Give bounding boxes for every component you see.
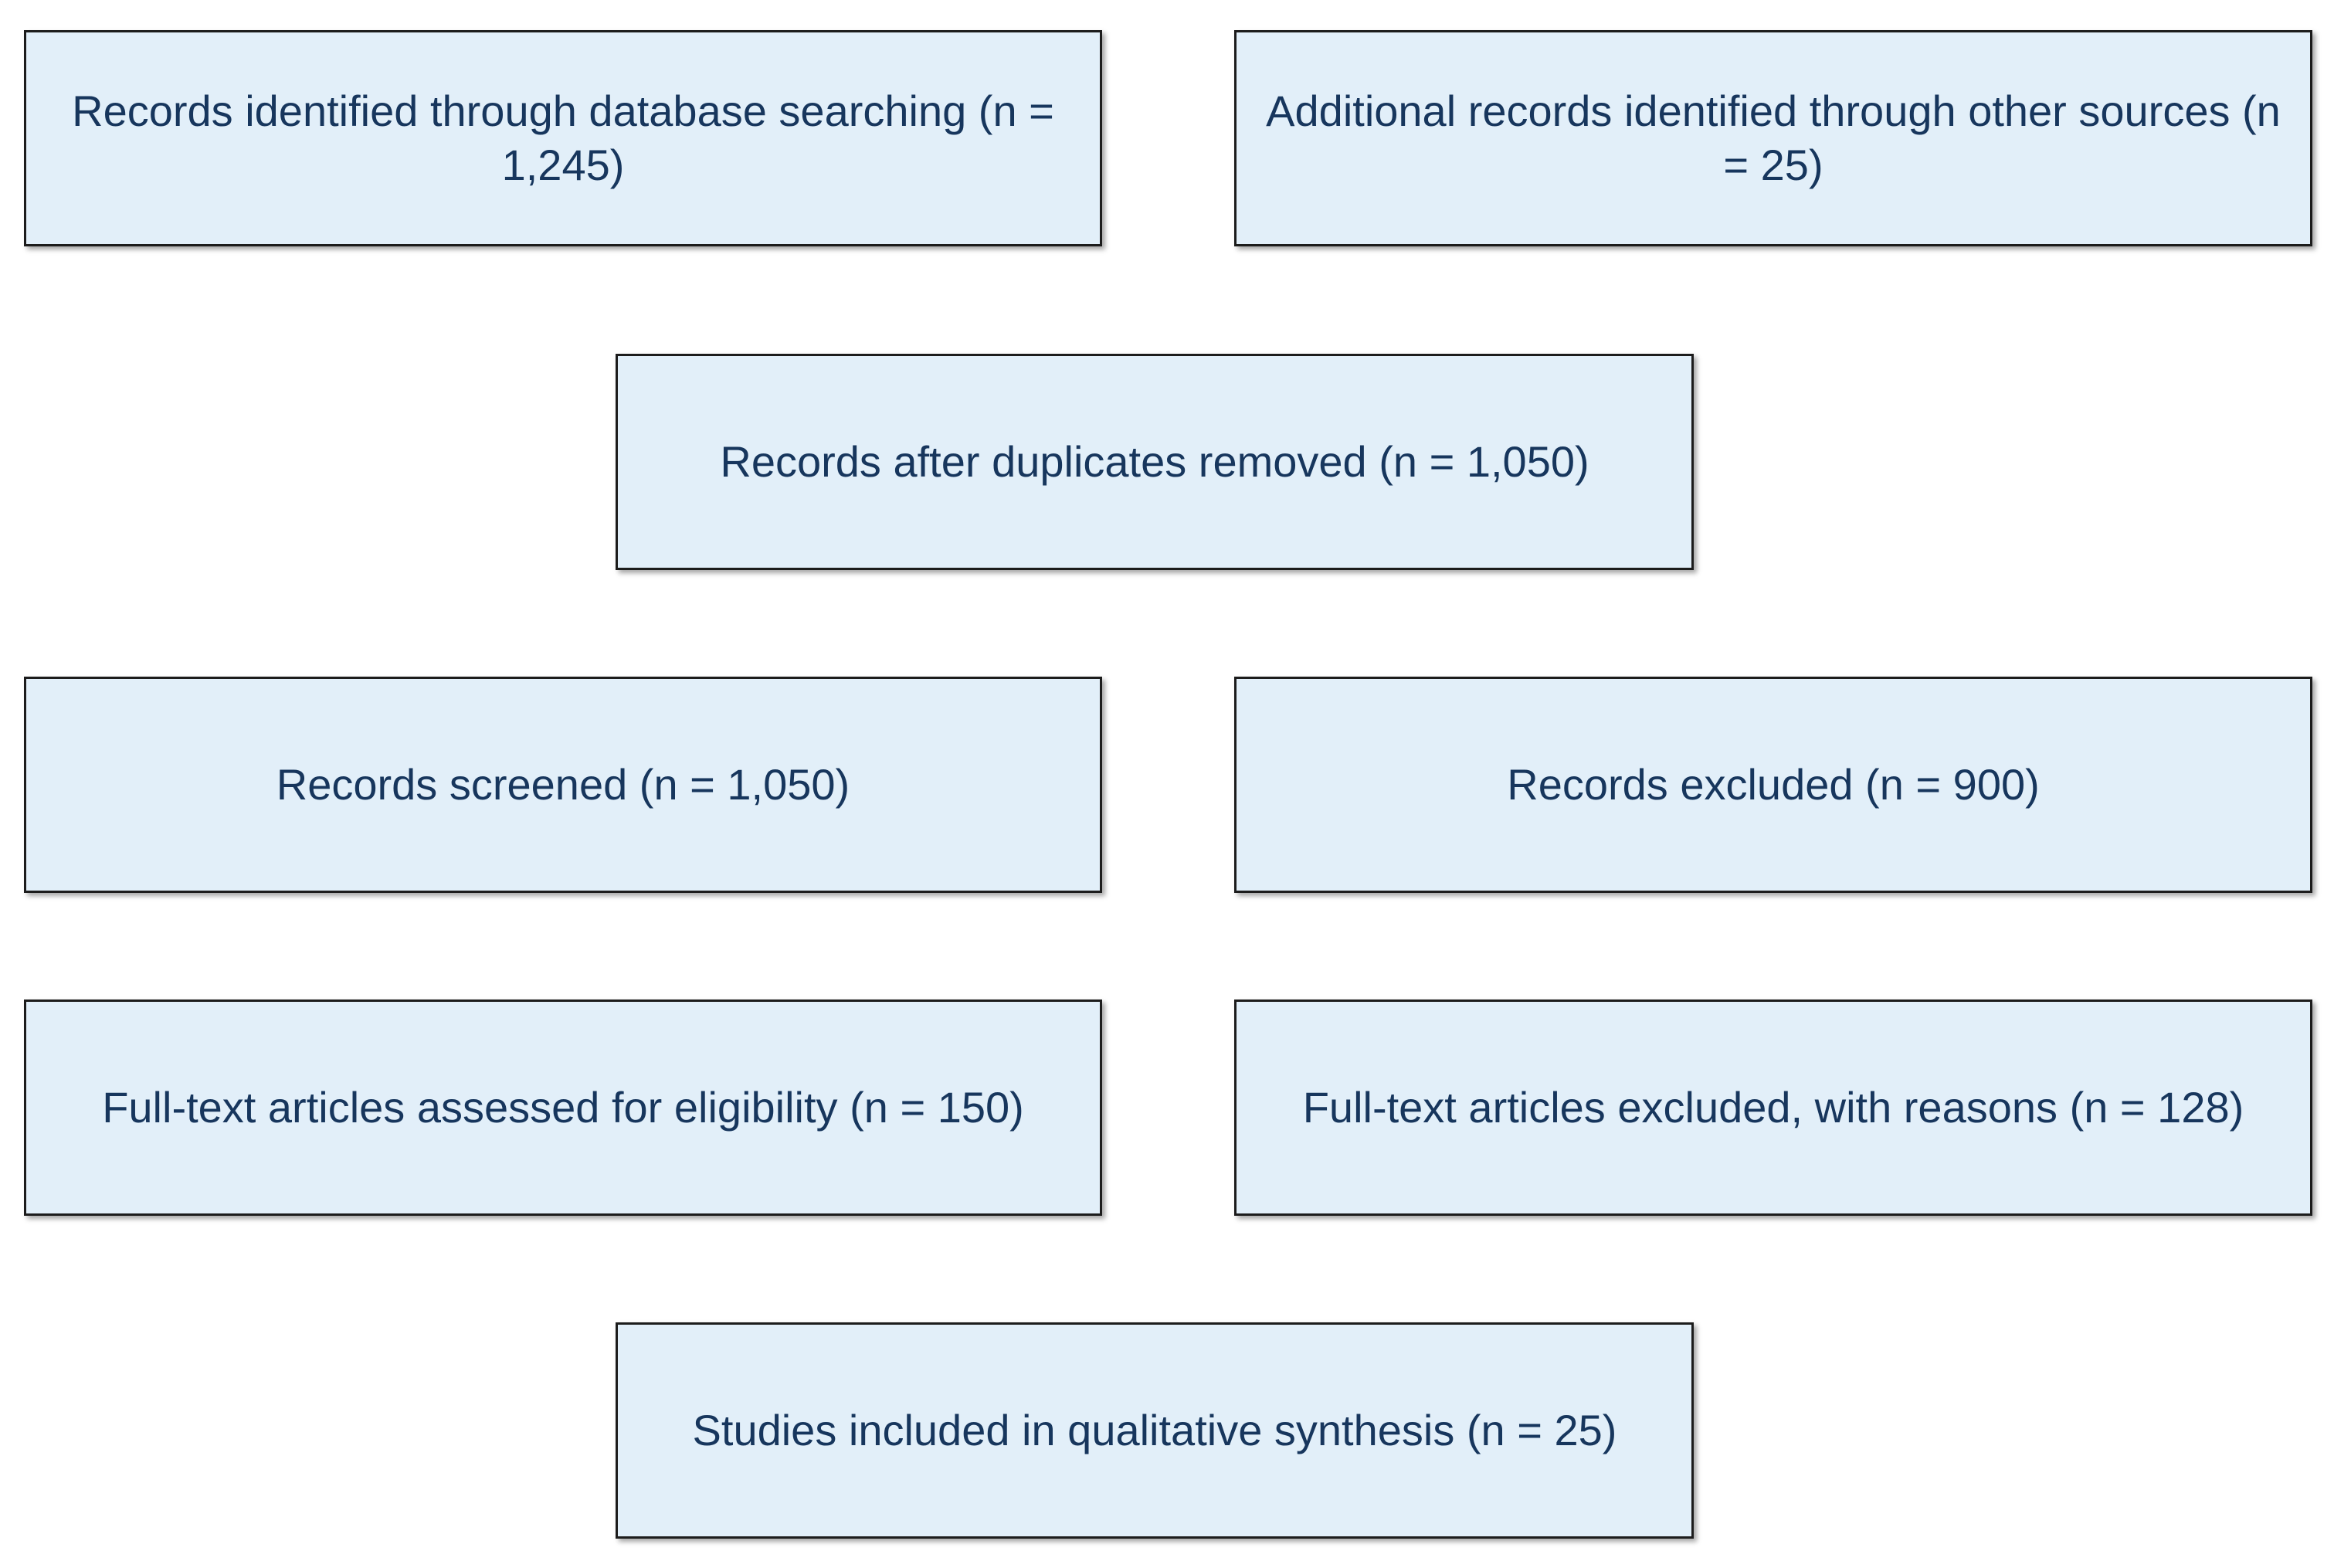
other-sources-box: Additional records identified through ot… xyxy=(1234,30,2312,246)
fulltext-assessed-text: Full-text articles assessed for eligibil… xyxy=(102,1083,1024,1132)
records-screened-box: Records screened (n = 1,050) xyxy=(24,677,1102,893)
database-search-text: Records identified through database sear… xyxy=(72,87,1054,189)
studies-included-box: Studies included in qualitative synthesi… xyxy=(616,1322,1694,1539)
database-search-box: Records identified through database sear… xyxy=(24,30,1102,246)
studies-included-text: Studies included in qualitative synthesi… xyxy=(692,1406,1617,1454)
fulltext-excluded-box: Full-text articles excluded, with reason… xyxy=(1234,1000,2312,1216)
records-screened-text: Records screened (n = 1,050) xyxy=(276,760,850,809)
after-duplicates-box: Records after duplicates removed (n = 1,… xyxy=(616,354,1694,570)
other-sources-text: Additional records identified through ot… xyxy=(1266,87,2281,189)
records-excluded-box: Records excluded (n = 900) xyxy=(1234,677,2312,893)
records-excluded-text: Records excluded (n = 900) xyxy=(1507,760,2040,809)
after-duplicates-text: Records after duplicates removed (n = 1,… xyxy=(720,437,1589,486)
fulltext-excluded-text: Full-text articles excluded, with reason… xyxy=(1302,1083,2244,1132)
fulltext-assessed-box: Full-text articles assessed for eligibil… xyxy=(24,1000,1102,1216)
